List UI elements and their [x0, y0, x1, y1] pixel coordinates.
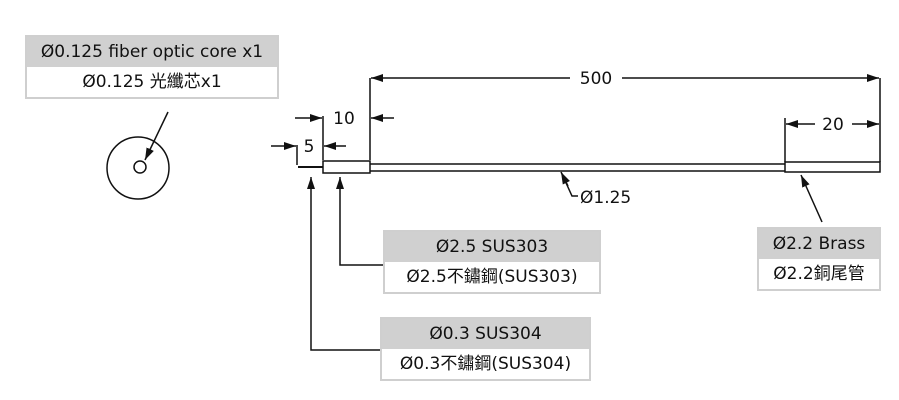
ferrule-label-subtitle: Ø2.5不鏽鋼(SUS303): [406, 267, 578, 287]
dim-tip-length: 5: [304, 137, 315, 157]
dim-ferrule-length: 10: [333, 109, 355, 129]
brass-label-subtitle: Ø2.2銅尾管: [773, 264, 865, 284]
brass-tail: [784, 161, 881, 173]
brass-label-title: Ø2.2 Brass: [759, 229, 879, 259]
core-label-title: Ø0.125 fiber optic core x1: [27, 37, 277, 67]
dim-total: 500: [580, 69, 612, 89]
core-label-subtitle: Ø0.125 光纖芯x1: [82, 72, 222, 92]
ferrule: [322, 160, 371, 174]
fiber-tip-label: Ø0.3 SUS304 Ø0.3不鏽鋼(SUS304): [380, 317, 591, 381]
core-label: Ø0.125 fiber optic core x1 Ø0.125 光纖芯x1: [25, 35, 279, 99]
brass-label: Ø2.2 Brass Ø2.2銅尾管: [757, 227, 881, 291]
ferrule-label: Ø2.5 SUS303 Ø2.5不鏽鋼(SUS303): [383, 230, 601, 294]
dim-brass-length: 20: [822, 115, 844, 135]
ferrule-label-title: Ø2.5 SUS303: [385, 232, 599, 262]
dim-tube-diameter: Ø1.25: [580, 188, 631, 208]
fiber-tip-label-title: Ø0.3 SUS304: [382, 319, 589, 349]
cross-section-core: [133, 160, 147, 174]
fiber-tip-label-subtitle: Ø0.3不鏽鋼(SUS304): [399, 354, 572, 374]
cross-section-outer: [106, 136, 170, 200]
core-leader: [144, 111, 169, 161]
